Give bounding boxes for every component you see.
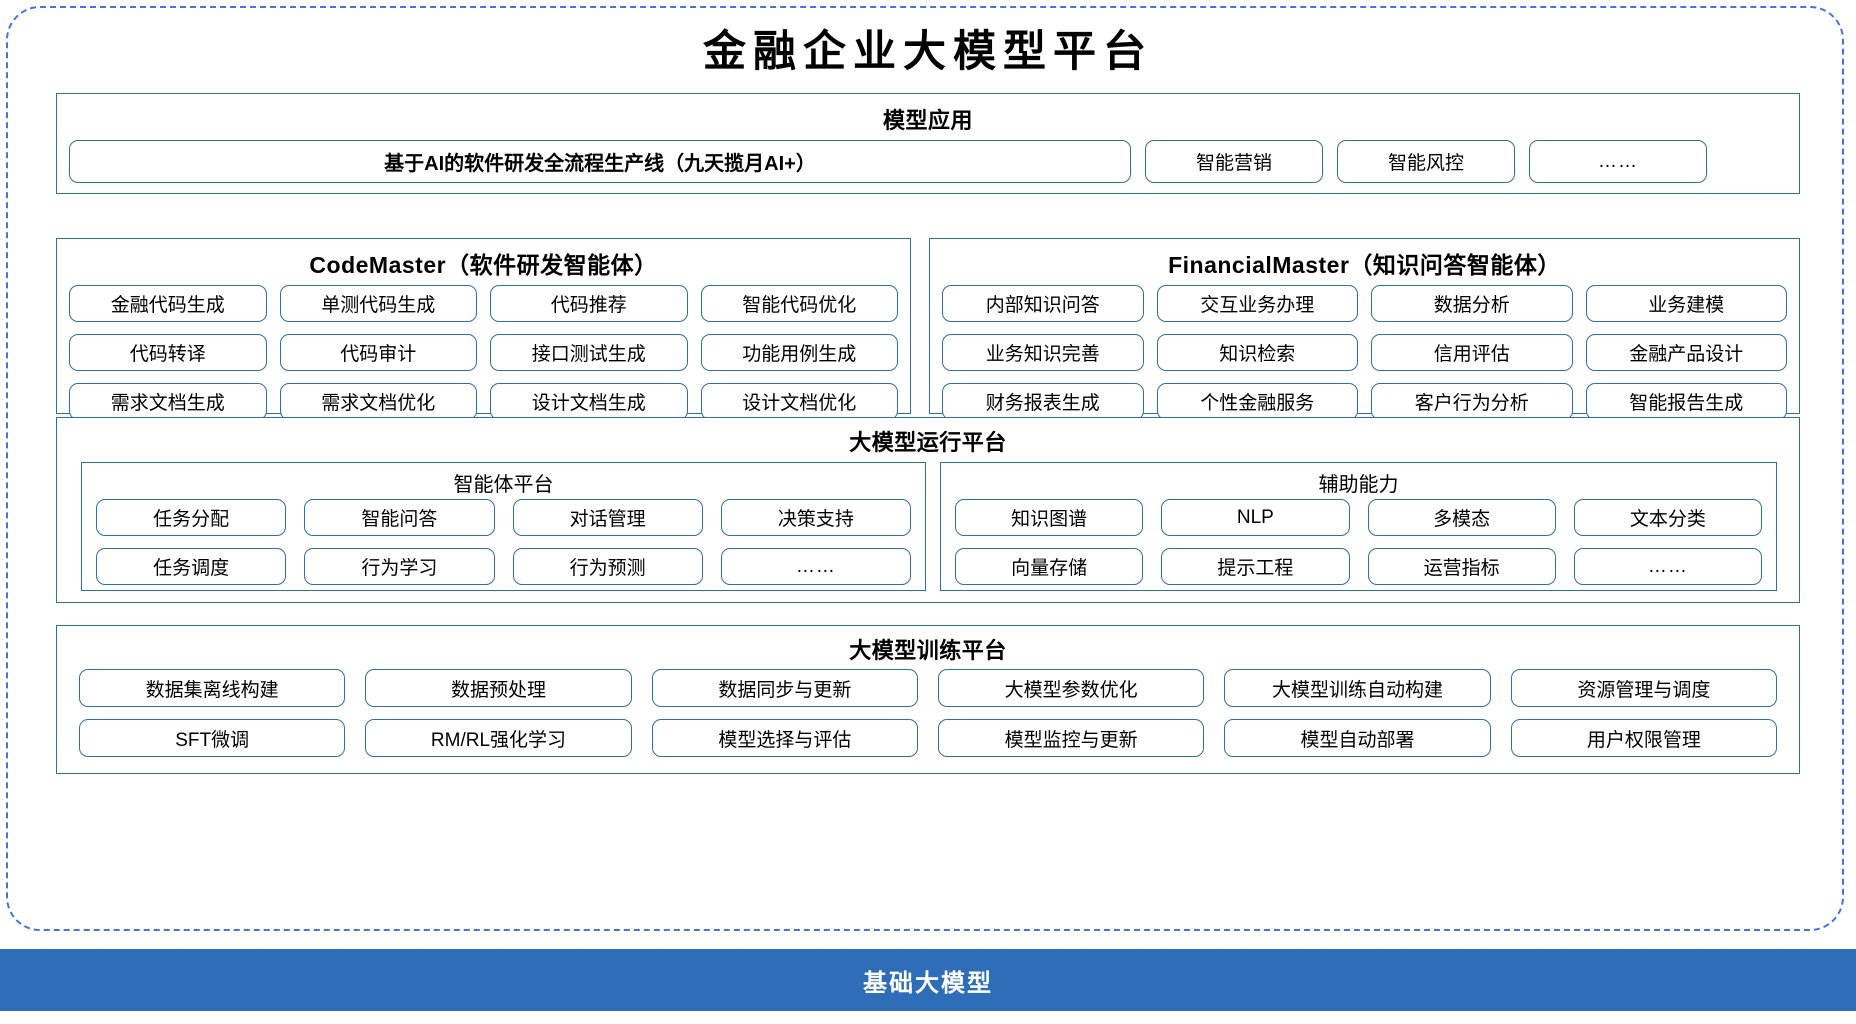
- codemaster-item[interactable]: 代码推荐: [490, 285, 688, 322]
- foundation-model-bar: 基础大模型: [0, 949, 1856, 1011]
- panel-auxiliary-capabilities: 辅助能力 知识图谱 NLP 多模态 文本分类 向量存储 提示工程 运营指标 ……: [940, 462, 1777, 591]
- agent-platform-item[interactable]: 任务分配: [96, 499, 287, 536]
- diagram-outer-frame: [6, 6, 1844, 931]
- codemaster-item[interactable]: 需求文档生成: [69, 383, 267, 420]
- auxiliary-item[interactable]: 知识图谱: [955, 499, 1144, 536]
- agent-platform-item[interactable]: 对话管理: [512, 499, 703, 536]
- section-model-runtime-platform: 大模型运行平台 智能体平台 任务分配 智能问答 对话管理 决策支持 任务调度 行…: [56, 417, 1800, 603]
- auxiliary-item[interactable]: 运营指标: [1367, 548, 1556, 585]
- training-item[interactable]: 数据集离线构建: [79, 669, 346, 707]
- app-item-smart-risk-control[interactable]: 智能风控: [1337, 140, 1515, 183]
- agent-platform-item[interactable]: 任务调度: [96, 548, 287, 585]
- training-item[interactable]: 数据预处理: [365, 669, 632, 707]
- section-model-training-platform: 大模型训练平台 数据集离线构建 数据预处理 数据同步与更新 大模型参数优化 大模…: [56, 625, 1800, 774]
- auxiliary-item[interactable]: 文本分类: [1573, 499, 1762, 536]
- codemaster-item[interactable]: 代码审计: [279, 334, 477, 371]
- financialmaster-item[interactable]: 财务报表生成: [942, 383, 1144, 420]
- training-item[interactable]: 模型监控与更新: [938, 719, 1205, 757]
- training-item[interactable]: 数据同步与更新: [651, 669, 918, 707]
- agent-platform-item[interactable]: 决策支持: [720, 499, 911, 536]
- agent-platform-grid: 任务分配 智能问答 对话管理 决策支持 任务调度 行为学习 行为预测 ……: [96, 499, 911, 585]
- auxiliary-capabilities-grid: 知识图谱 NLP 多模态 文本分类 向量存储 提示工程 运营指标 ……: [955, 499, 1762, 585]
- financialmaster-capability-grid: 内部知识问答 交互业务办理 数据分析 业务建模 业务知识完善 知识检索 信用评估…: [942, 285, 1787, 420]
- codemaster-item[interactable]: 功能用例生成: [700, 334, 898, 371]
- training-item[interactable]: 大模型训练自动构建: [1224, 669, 1491, 707]
- financialmaster-item[interactable]: 内部知识问答: [942, 285, 1144, 322]
- section-financialmaster: FinancialMaster（知识问答智能体） 内部知识问答 交互业务办理 数…: [929, 238, 1800, 420]
- training-item[interactable]: 模型自动部署: [1224, 719, 1491, 757]
- auxiliary-item[interactable]: 向量存储: [955, 548, 1144, 585]
- codemaster-item[interactable]: 接口测试生成: [490, 334, 688, 371]
- financialmaster-item[interactable]: 个性金融服务: [1156, 383, 1358, 420]
- page-title: 金融企业大模型平台: [703, 27, 1153, 77]
- auxiliary-item[interactable]: 提示工程: [1161, 548, 1350, 585]
- app-item-ai-software-pipeline[interactable]: 基于AI的软件研发全流程生产线（九天揽月AI+）: [69, 140, 1131, 183]
- training-item[interactable]: RM/RL强化学习: [365, 719, 632, 757]
- section-model-applications: 模型应用 基于AI的软件研发全流程生产线（九天揽月AI+） 智能营销 智能风控 …: [56, 93, 1800, 194]
- codemaster-capability-grid: 金融代码生成 单测代码生成 代码推荐 智能代码优化 代码转译 代码审计 接口测试…: [69, 285, 898, 420]
- training-platform-grid: 数据集离线构建 数据预处理 数据同步与更新 大模型参数优化 大模型训练自动构建 …: [79, 669, 1777, 757]
- financialmaster-item[interactable]: 金融产品设计: [1585, 334, 1787, 371]
- codemaster-name: CodeMaster: [309, 252, 447, 278]
- financialmaster-item[interactable]: 业务知识完善: [942, 334, 1144, 371]
- codemaster-item[interactable]: 设计文档生成: [490, 383, 688, 420]
- financialmaster-item[interactable]: 客户行为分析: [1371, 383, 1573, 420]
- codemaster-item[interactable]: 智能代码优化: [700, 285, 898, 322]
- training-item[interactable]: 用户权限管理: [1510, 719, 1777, 757]
- codemaster-item[interactable]: 设计文档优化: [700, 383, 898, 420]
- app-item-smart-marketing[interactable]: 智能营销: [1145, 140, 1323, 183]
- codemaster-item[interactable]: 金融代码生成: [69, 285, 267, 322]
- codemaster-item[interactable]: 单测代码生成: [279, 285, 477, 322]
- financialmaster-item[interactable]: 业务建模: [1585, 285, 1787, 322]
- codemaster-suffix: （软件研发智能体）: [446, 252, 658, 278]
- auxiliary-item[interactable]: 多模态: [1367, 499, 1556, 536]
- agent-platform-item[interactable]: 行为学习: [304, 548, 495, 585]
- training-item[interactable]: SFT微调: [79, 719, 346, 757]
- section-codemaster: CodeMaster（软件研发智能体） 金融代码生成 单测代码生成 代码推荐 智…: [56, 238, 911, 420]
- financialmaster-item[interactable]: 数据分析: [1371, 285, 1573, 322]
- panel-agent-platform: 智能体平台 任务分配 智能问答 对话管理 决策支持 任务调度 行为学习 行为预测…: [81, 462, 926, 591]
- training-item[interactable]: 模型选择与评估: [651, 719, 918, 757]
- auxiliary-item-more[interactable]: ……: [1573, 548, 1762, 585]
- section-title-training-platform: 大模型训练平台: [849, 638, 1007, 663]
- agent-platform-item-more[interactable]: ……: [720, 548, 911, 585]
- section-title-codemaster: CodeMaster（软件研发智能体）: [57, 246, 910, 280]
- financialmaster-item[interactable]: 信用评估: [1371, 334, 1573, 371]
- panel-title-agent-platform: 智能体平台: [453, 474, 554, 496]
- financialmaster-item[interactable]: 知识检索: [1156, 334, 1358, 371]
- codemaster-item[interactable]: 需求文档优化: [279, 383, 477, 420]
- section-title-financialmaster: FinancialMaster（知识问答智能体）: [930, 246, 1799, 280]
- codemaster-item[interactable]: 代码转译: [69, 334, 267, 371]
- foundation-model-label: 基础大模型: [863, 969, 993, 997]
- model-applications-row: 基于AI的软件研发全流程生产线（九天揽月AI+） 智能营销 智能风控 ……: [69, 140, 1789, 183]
- panel-title-auxiliary-capabilities: 辅助能力: [1318, 474, 1399, 496]
- section-title-runtime-platform: 大模型运行平台: [849, 430, 1007, 455]
- agent-platform-item[interactable]: 行为预测: [512, 548, 703, 585]
- auxiliary-item[interactable]: NLP: [1161, 499, 1350, 536]
- section-title-model-applications: 模型应用: [882, 108, 973, 133]
- financialmaster-name: FinancialMaster: [1168, 252, 1350, 278]
- training-item[interactable]: 资源管理与调度: [1510, 669, 1777, 707]
- financialmaster-suffix: （知识问答智能体）: [1349, 252, 1561, 278]
- agent-platform-item[interactable]: 智能问答: [304, 499, 495, 536]
- app-item-more[interactable]: ……: [1529, 140, 1707, 183]
- financialmaster-item[interactable]: 交互业务办理: [1156, 285, 1358, 322]
- financialmaster-item[interactable]: 智能报告生成: [1585, 383, 1787, 420]
- training-item[interactable]: 大模型参数优化: [938, 669, 1205, 707]
